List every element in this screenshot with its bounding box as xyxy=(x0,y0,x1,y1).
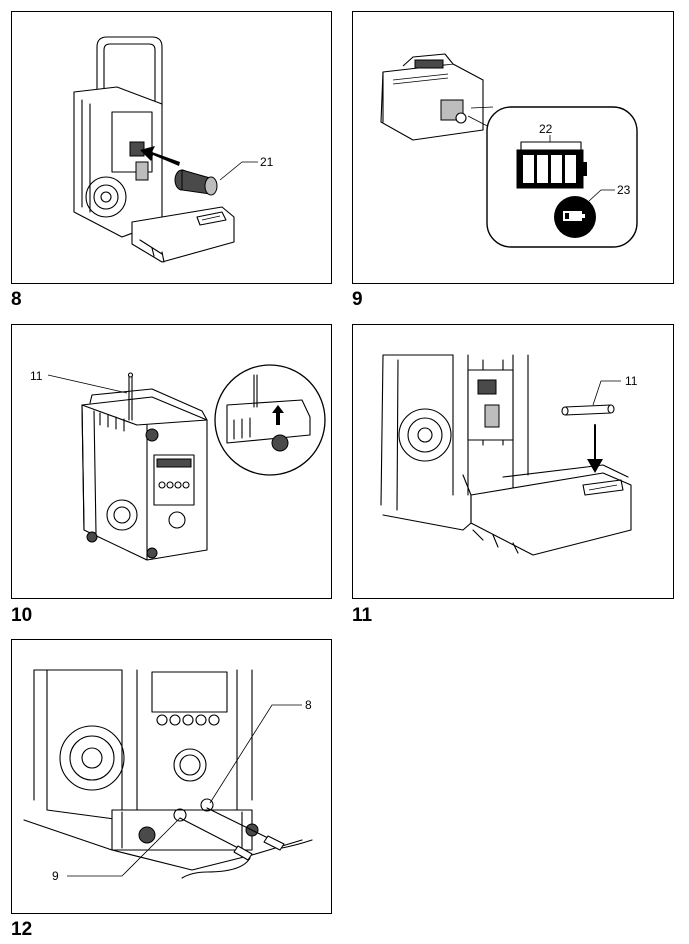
figure-8-number: 8 xyxy=(11,289,22,310)
callout-11-storage: 11 xyxy=(625,374,638,388)
figure-10-number: 10 xyxy=(11,605,33,626)
figure-9-panel: 22 23 xyxy=(352,11,674,284)
antenna-storage-illustration: 11 xyxy=(380,354,638,556)
figure-12-number: 12 xyxy=(11,919,33,940)
figure-12-panel: 8 9 xyxy=(11,639,332,914)
callout-11: 11 xyxy=(30,369,43,383)
battery-pack xyxy=(380,53,484,141)
battery-indicator-illustration: 22 23 xyxy=(380,53,638,248)
radio-antenna-illustration: 11 xyxy=(30,364,326,561)
callout-21: 21 xyxy=(260,155,274,169)
battery-level-indicator xyxy=(516,135,587,189)
figure-11-number: 11 xyxy=(352,605,373,626)
antenna-rod xyxy=(561,404,615,416)
radio-battery-insertion-illustration: 21 xyxy=(73,36,274,263)
adapter-cables xyxy=(179,807,313,879)
figure-8-panel: 21 xyxy=(11,11,332,284)
ac-adapter-connection-illustration: 8 9 xyxy=(23,669,313,883)
callout-22: 22 xyxy=(539,122,553,136)
callout-8: 8 xyxy=(305,698,312,712)
radio-open-frame xyxy=(380,354,632,556)
radio-unit xyxy=(81,372,208,561)
radio-front-closeup xyxy=(23,669,303,871)
battery-check-button-icon xyxy=(554,196,596,238)
callout-23: 23 xyxy=(617,183,631,197)
figure-9-number: 9 xyxy=(352,289,363,310)
figure-10-panel: 11 xyxy=(11,324,332,599)
figure-11-panel: 11 xyxy=(352,324,674,599)
antenna-detail-inset xyxy=(214,364,326,476)
callout-9: 9 xyxy=(52,869,59,883)
battery-cartridge xyxy=(174,169,218,196)
